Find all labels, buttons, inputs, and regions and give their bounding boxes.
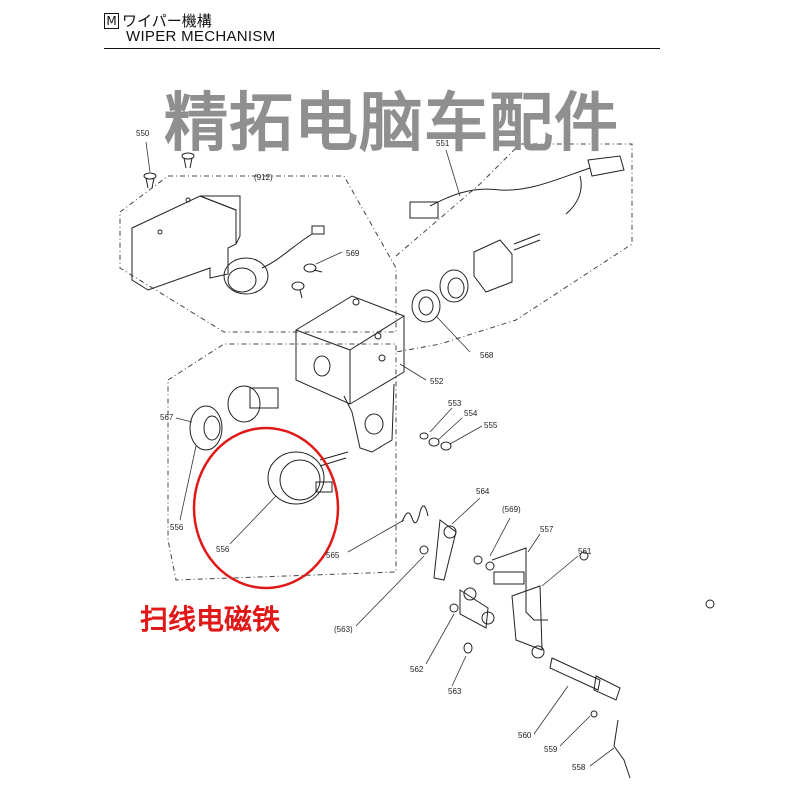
part-label-559: 559	[544, 745, 558, 754]
main-frame-552	[295, 295, 405, 453]
wire-558	[613, 719, 631, 779]
bracket-557	[473, 547, 548, 621]
rod-560	[549, 657, 621, 701]
part-label-561: 561	[578, 547, 592, 556]
sensor-551	[409, 155, 625, 303]
part-label-568: 568	[480, 351, 494, 360]
highlight-circle	[192, 426, 340, 590]
screw-557	[705, 599, 715, 609]
part-label-562: 562	[410, 665, 424, 674]
watermark: 精拓电脑车配件	[164, 87, 619, 161]
part-label-551: 551	[436, 139, 450, 148]
gear-567	[189, 385, 279, 451]
part-label-563a: (563)	[334, 625, 353, 634]
wiper-motor	[223, 225, 325, 295]
part-label-565: 565	[326, 551, 340, 560]
nuts-553-555	[419, 432, 452, 451]
washer-568	[411, 289, 441, 323]
bracket-561	[511, 585, 545, 659]
part-label-569: 569	[346, 249, 360, 258]
part-label-564: 564	[476, 487, 490, 496]
screw-569	[291, 263, 323, 299]
section-mark-icon: M	[104, 13, 119, 29]
part-label-552: 552	[430, 377, 444, 386]
spring-565	[401, 505, 429, 524]
jp-title-text: ワイパー機構	[122, 12, 212, 30]
part-label-569b: (569)	[502, 505, 521, 514]
screw-550	[143, 152, 195, 189]
motor-bracket	[131, 195, 241, 291]
screw-561	[579, 551, 589, 561]
part-label-556b: 556	[216, 545, 230, 554]
part-number-labels: 550 (912) 551 569 568 552 553 554 555 56…	[136, 129, 592, 772]
part-label-560: 560	[518, 731, 532, 740]
leader-lines	[145, 141, 615, 767]
part-label-912: (912)	[254, 173, 273, 182]
part-label-550: 550	[136, 129, 150, 138]
part-label-558: 558	[572, 763, 586, 772]
part-label-567: 567	[160, 413, 174, 422]
header-rule	[104, 48, 660, 49]
part-label-554: 554	[464, 409, 478, 418]
part-label-553: 553	[448, 399, 462, 408]
motor-group-outline	[119, 175, 397, 333]
sensor-group-outline	[395, 143, 633, 353]
part-label-556a: 556	[170, 523, 184, 532]
clip-559	[590, 710, 598, 718]
lever-564	[419, 519, 457, 581]
part-562	[449, 587, 495, 654]
part-label-557: 557	[540, 525, 554, 534]
en-title: WIPER MECHANISM	[126, 28, 276, 45]
solenoid-556	[267, 451, 349, 505]
part-label-563b: 563	[448, 687, 462, 696]
part-label-555: 555	[484, 421, 498, 430]
solenoid-highlight-label: 扫线电磁铁	[140, 603, 281, 636]
